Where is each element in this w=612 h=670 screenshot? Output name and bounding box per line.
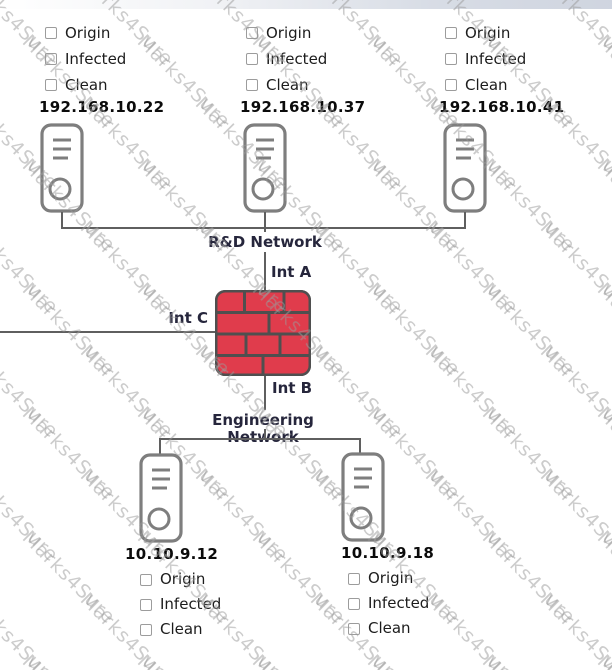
checkbox-label: Origin: [160, 570, 206, 588]
connector-line: [464, 212, 466, 229]
checkbox-label: Clean: [65, 75, 108, 94]
int-a-label: Int A: [271, 263, 312, 281]
checkbox-label: Infected: [65, 49, 127, 68]
checkbox-label: Clean: [266, 75, 309, 94]
checkbox-infected[interactable]: [445, 53, 457, 65]
checkbox-label: Infected: [266, 49, 328, 68]
host-panel-eng-1: 10.10.9.12 Origin Infected Clean: [125, 545, 221, 642]
checkbox-infected[interactable]: [140, 598, 152, 611]
checkbox-clean[interactable]: [246, 79, 258, 91]
host-ip: 10.10.9.12: [125, 545, 219, 563]
checkbox-clean[interactable]: [445, 79, 457, 91]
checkbox-clean[interactable]: [348, 622, 360, 635]
host-ip: 192.168.10.41: [439, 98, 565, 116]
checkbox-label: Infected: [368, 594, 430, 612]
checkbox-label: Infected: [465, 49, 527, 68]
checkbox-row: Origin: [341, 566, 434, 591]
checkbox-label: Clean: [160, 620, 203, 638]
connector-line: [264, 429, 266, 439]
checkbox-row: Clean: [125, 617, 221, 642]
checkbox-label: Infected: [160, 595, 222, 613]
rnd-network-label: R&D Network: [208, 233, 322, 251]
checkbox-label: Origin: [368, 569, 414, 587]
connector-line: [159, 438, 161, 454]
connector-line: [0, 331, 215, 333]
checkbox-row: Infected: [125, 592, 221, 617]
host-panel-eng-2: 10.10.9.18 Origin Infected Clean: [341, 544, 434, 641]
checkbox-infected[interactable]: [45, 53, 57, 65]
host-ip: 192.168.10.22: [39, 98, 165, 116]
checkbox-row: Infected: [39, 46, 164, 72]
connector-line: [61, 212, 63, 229]
server-icon: [243, 123, 287, 213]
checkbox-row: Origin: [439, 20, 564, 46]
connector-line: [264, 376, 266, 410]
connector-line: [264, 252, 266, 291]
checkbox-origin[interactable]: [140, 573, 152, 586]
connector-line: [264, 212, 266, 232]
checkbox-label: Origin: [65, 23, 111, 42]
checkbox-row: Clean: [341, 616, 434, 641]
checkbox-label: Origin: [266, 23, 312, 42]
checkbox-row: Origin: [240, 20, 365, 46]
checkbox-label: Clean: [368, 619, 411, 637]
checkbox-label: Clean: [465, 75, 508, 94]
host-ip: 10.10.9.18: [341, 544, 435, 562]
checkbox-origin[interactable]: [445, 27, 457, 39]
host-ip: 192.168.10.37: [240, 98, 366, 116]
checkbox-row: Infected: [240, 46, 365, 72]
checkbox-row: Infected: [341, 591, 434, 616]
checkbox-origin[interactable]: [45, 27, 57, 39]
checkbox-row: Infected: [439, 46, 564, 72]
firewall-icon: [215, 290, 311, 376]
connector-line: [62, 227, 466, 229]
checkbox-row: Clean: [240, 72, 365, 98]
host-panel-rnd-1: Origin Infected Clean 192.168.10.22: [39, 20, 164, 116]
server-icon: [40, 123, 84, 213]
checkbox-infected[interactable]: [246, 53, 258, 65]
int-c-label: Int C: [168, 309, 208, 327]
server-icon: [443, 123, 487, 213]
checkbox-clean[interactable]: [140, 623, 152, 636]
connector-line: [359, 438, 361, 453]
engineering-network-label: Engineering Network: [212, 411, 314, 446]
server-icon: [139, 453, 183, 543]
server-icon: [341, 452, 385, 542]
checkbox-origin[interactable]: [246, 27, 258, 39]
top-gradient-band: [0, 0, 612, 9]
host-panel-rnd-3: Origin Infected Clean 192.168.10.41: [439, 20, 564, 116]
checkbox-infected[interactable]: [348, 597, 360, 610]
host-panel-rnd-2: Origin Infected Clean 192.168.10.37: [240, 20, 365, 116]
checkbox-row: Clean: [39, 72, 164, 98]
checkbox-row: Origin: [125, 567, 221, 592]
connector-line: [159, 438, 361, 440]
checkbox-row: Clean: [439, 72, 564, 98]
checkbox-origin[interactable]: [348, 572, 360, 585]
checkbox-row: Origin: [39, 20, 164, 46]
int-b-label: Int B: [272, 379, 313, 397]
checkbox-label: Origin: [465, 23, 511, 42]
checkbox-clean[interactable]: [45, 79, 57, 91]
